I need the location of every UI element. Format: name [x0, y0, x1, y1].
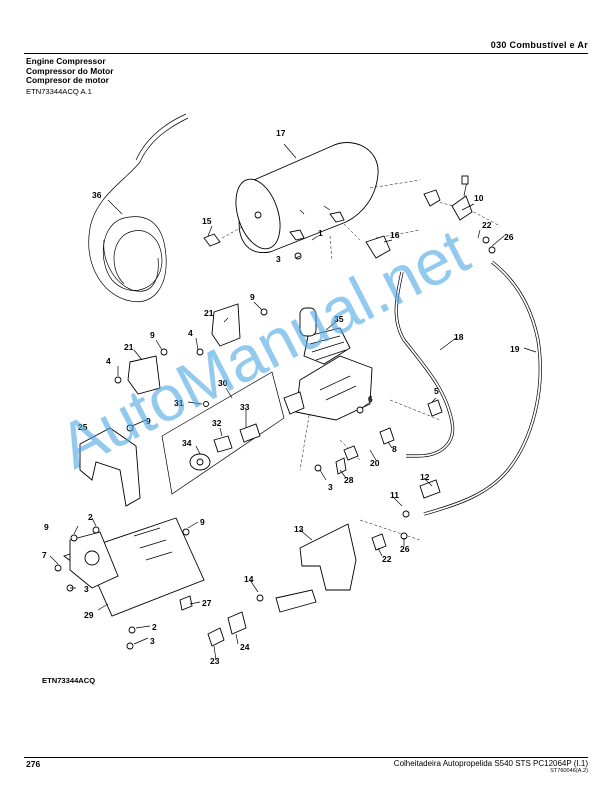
callout-36: 36 [92, 190, 102, 200]
callout-31: 31 [174, 398, 184, 408]
callout-5: 5 [434, 386, 439, 396]
callout-15: 15 [202, 216, 212, 226]
pressure-sensor [423, 175, 473, 221]
callout-9-lower-left: 9 [44, 522, 49, 532]
callout-21-upper: 21 [204, 308, 214, 318]
callout-26-lower: 26 [400, 544, 410, 554]
callout-9-left: 9 [150, 330, 155, 340]
callout-14: 14 [244, 574, 254, 584]
part-titles: Engine Compressor Compressor do Motor Co… [26, 56, 114, 86]
straight-fitting [227, 611, 247, 635]
callout-29: 29 [84, 610, 94, 620]
callout-17: 17 [276, 128, 286, 138]
callout-9-lower-right: 9 [200, 517, 205, 527]
title-portuguese: Compressor do Motor [26, 65, 114, 76]
figure-reference: ETN73344ACQ [42, 676, 96, 685]
callout-35: 35 [334, 314, 344, 324]
footer-sub-code: ST760046(A.2) [550, 768, 588, 774]
callout-32: 32 [212, 418, 222, 428]
callout-2-lower: 2 [152, 622, 157, 632]
lower-bracket [127, 355, 161, 395]
callout-24: 24 [240, 642, 250, 652]
air-tank [235, 142, 379, 253]
callout-22-lower: 22 [382, 554, 392, 564]
callout-34: 34 [182, 438, 192, 448]
drain-valve [203, 233, 221, 247]
callout-10: 10 [474, 193, 484, 203]
footer-book-title: Colheitadeira Autopropelida S540 STS PC1… [393, 759, 588, 768]
callout-3-top: 3 [276, 254, 281, 264]
mounting-bracket [299, 523, 357, 591]
callout-3-middle: 3 [328, 482, 333, 492]
callout-13: 13 [294, 524, 304, 534]
elbow-fitting [207, 627, 225, 647]
callout-33: 33 [240, 402, 250, 412]
callout-3-bottom: 3 [150, 636, 155, 646]
callout-2-top: 2 [88, 512, 93, 522]
callout-7: 7 [42, 550, 47, 560]
callout-28: 28 [344, 475, 354, 485]
callout-21-lower: 21 [124, 342, 134, 352]
section-title: 030 Combustível e Ar [490, 40, 588, 50]
coupling-kit-frame [161, 371, 285, 495]
upper-bracket [211, 303, 241, 347]
callout-27: 27 [202, 598, 212, 608]
callout-4-upper: 4 [188, 328, 193, 338]
spacer-strip [275, 589, 317, 613]
callout-9-middle: 9 [146, 416, 151, 426]
watermark-text: AutoManual.net [48, 215, 480, 483]
callout-20: 20 [370, 458, 380, 468]
header-rule [24, 53, 588, 54]
figure-code: ETN73344ACQ A.1 [26, 87, 92, 96]
callout-23: 23 [210, 656, 220, 666]
callout-22-top: 22 [482, 220, 492, 230]
title-english: Engine Compressor [26, 56, 106, 66]
callout-18: 18 [454, 332, 464, 342]
coupling-parts [189, 423, 261, 471]
footer-rule [24, 757, 588, 758]
callout-25: 25 [78, 422, 88, 432]
support-bracket [79, 427, 141, 507]
callout-19: 19 [510, 344, 520, 354]
coiled-hose [88, 113, 189, 302]
callout-3-lower-left: 3 [84, 584, 89, 594]
callout-11: 11 [390, 490, 399, 500]
tee-fitting [365, 235, 391, 259]
callout-4-lower: 4 [106, 356, 111, 366]
callout-12: 12 [420, 472, 430, 482]
title-spanish: Compresor de motor [26, 75, 109, 85]
callout-16: 16 [390, 230, 400, 240]
compressor-body [283, 307, 373, 421]
callout-8: 8 [392, 444, 397, 454]
callout-26-top: 26 [504, 232, 514, 242]
callout-30: 30 [218, 378, 228, 388]
page-number: 276 [26, 759, 41, 769]
callout-9-top: 9 [250, 292, 255, 302]
callout-6: 6 [368, 394, 373, 404]
callout-1: 1 [318, 228, 323, 238]
